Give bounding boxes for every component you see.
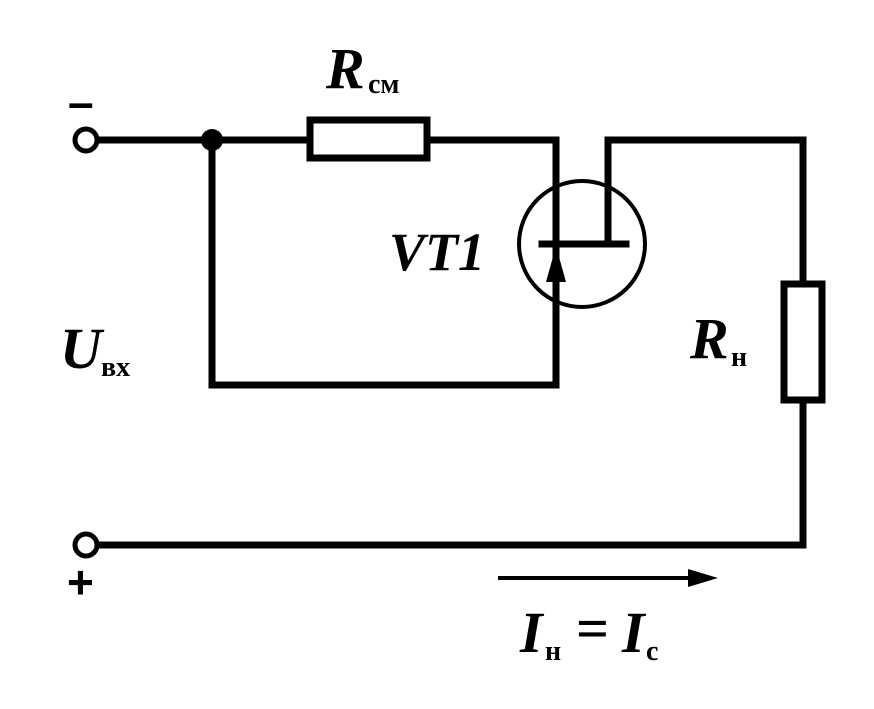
- resistor-r-load: [780, 280, 826, 404]
- current-label-eq: =: [576, 596, 609, 661]
- current-label-s2: с: [646, 636, 658, 667]
- current-label-s1: н: [545, 636, 561, 667]
- r-load-subscript: н: [731, 342, 747, 373]
- wire-drain-to-load: [604, 136, 807, 288]
- r-bias-label: R: [325, 36, 365, 101]
- r-load-label: R: [689, 306, 729, 371]
- current-arrow-head: [688, 569, 718, 587]
- resistor-r-bias: [306, 116, 431, 162]
- junction-dot: [201, 129, 223, 151]
- r-bias-subscript: см: [368, 69, 400, 100]
- transistor-arrow: [546, 246, 566, 282]
- transistor-label: VT1: [389, 222, 485, 282]
- u-in-label: U: [60, 316, 105, 381]
- terminal-plus: [72, 531, 100, 559]
- current-label-i1: I: [519, 600, 545, 665]
- transistor-vt1-body: [517, 179, 647, 309]
- terminal-minus: [72, 126, 100, 154]
- wire-bottom-return: [93, 396, 807, 549]
- current-label-i2: I: [621, 600, 647, 665]
- plus-sign-label: +: [67, 556, 94, 608]
- u-in-subscript: вх: [101, 352, 130, 383]
- minus-sign-label: –: [68, 76, 94, 128]
- wire-bias-loop: [208, 136, 560, 389]
